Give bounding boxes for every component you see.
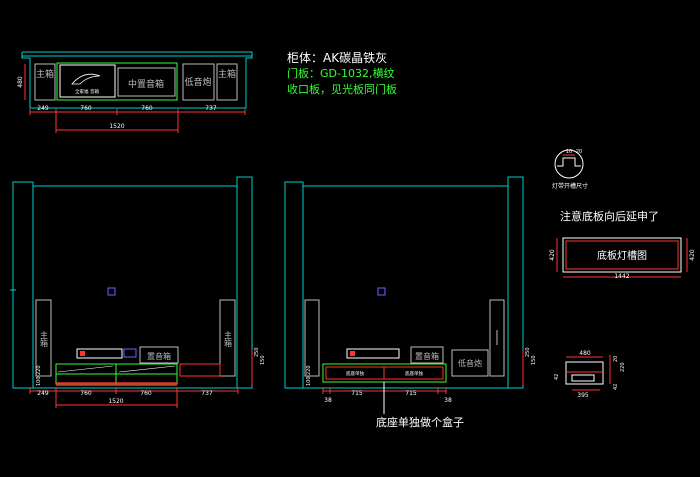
plan-logo-swirl [71, 73, 101, 85]
plan-logo-text: 全家福 音箱 [75, 88, 99, 95]
plan-dim-3: 760 [141, 105, 153, 112]
elev-left-main-box-right [219, 299, 236, 377]
plan-wall-outline [21, 51, 253, 109]
elev-right-box-right [489, 299, 505, 377]
base-groove-outer [562, 237, 682, 273]
base-groove-title: 底板灯槽图 [597, 249, 647, 262]
trim-note: 收口板，见光板同门板 [287, 83, 397, 96]
elev-right-device-red [350, 351, 355, 356]
elev-right-dim-1: 38 [324, 397, 332, 404]
plan-side-box-left-label: 主箱 [36, 68, 54, 80]
elev-right-box-left [304, 299, 320, 377]
section-side-1: 20 [613, 356, 619, 362]
plan-dim-ticks [29, 109, 246, 133]
base-extend-note: 注意底板向后延申了 [560, 210, 659, 223]
elev-left-base-strip [56, 382, 177, 386]
elev-left-device-blue [123, 348, 137, 358]
elev-left-height-1: 250 [254, 347, 260, 357]
elev-left-wall-left [12, 181, 34, 389]
plan-center-box [117, 67, 176, 97]
elev-right-speaker [451, 349, 489, 377]
plan-total-dim: 1520 [109, 123, 124, 130]
plan-center-box-label: 中置音箱 [128, 78, 164, 90]
elev-left-dim-ticks [29, 388, 239, 408]
elev-right-height-1: 250 [525, 347, 531, 357]
elevation-left: 主箱 主箱 置音箱 249 760 760 737 1520 250 150 [10, 176, 266, 408]
plan-side-box-right-label: 主箱 [218, 68, 236, 80]
elev-left-dim-3: 760 [140, 390, 152, 397]
elev-left-wall-right [236, 176, 253, 389]
door-note: 门板：GD-1032,横纹 [287, 67, 395, 80]
elev-right-wall-left [284, 181, 304, 389]
section-left: 42 [554, 374, 560, 380]
elev-right-socket [377, 287, 386, 296]
section-side-3: 42 [613, 384, 619, 390]
elev-right-height-4: 100 [306, 376, 312, 386]
section-bottom-dim: 395 [577, 392, 589, 399]
elev-left-main-box-right-label: 主箱 [224, 330, 233, 348]
groove-detail-profile [557, 157, 581, 167]
elevation-right: 置音箱 低音炮 底座单独 底座单独 38 715 715 38 250 150 … [284, 176, 537, 414]
elev-left-height-2: 150 [260, 355, 266, 365]
section-top-dim: 480 [579, 350, 591, 357]
elev-right-base-label-a: 底座单独 [346, 370, 364, 377]
elev-right-device-1 [346, 348, 400, 359]
elev-left-center-box-label: 置音箱 [147, 351, 171, 361]
base-groove-width: 1442 [614, 273, 629, 280]
section-inner [571, 374, 595, 382]
elev-left-height-4: 100 [36, 376, 42, 386]
elev-left-center-box [139, 346, 179, 364]
plan-door-panel [56, 62, 178, 101]
elev-right-center-box [410, 346, 444, 364]
elev-left-side-red [179, 363, 221, 377]
elev-right-height-2: 150 [531, 355, 537, 365]
section-outer [565, 361, 604, 385]
elev-left-total-dim: 1520 [108, 398, 123, 405]
base-box-note: 底座单独做个盒子 [376, 416, 464, 429]
elev-right-dim-2: 715 [351, 390, 363, 397]
plan-speaker-label: 低音炮 [184, 76, 211, 88]
elev-left-device-1 [76, 348, 123, 359]
elev-left-dim-2: 760 [80, 390, 92, 397]
detail-views: 10 20 灯带开槽尺寸 底板灯槽图 1442 420 420 480 395 … [549, 149, 696, 399]
elev-right-dim-4: 38 [444, 397, 452, 404]
plan-height-dim: 480 [17, 76, 24, 88]
plan-side-box-right [216, 63, 238, 101]
elev-right-center-box-label: 置音箱 [415, 351, 439, 361]
elev-right-speaker-label: 低音炮 [458, 358, 482, 368]
groove-dim-2: 20 [576, 149, 582, 155]
elev-left-device-red [80, 351, 85, 356]
plan-dim-1: 249 [37, 105, 49, 112]
groove-detail-circle [554, 149, 584, 179]
elev-right-dim-3: 715 [405, 390, 417, 397]
material-note: 柜体：AK碳晶铁灰 [287, 51, 388, 65]
groove-dim-1: 10 [566, 149, 572, 155]
elev-left-main-box-left [35, 299, 52, 377]
base-groove-height-right: 420 [689, 249, 696, 261]
elev-left-cabinet-hatch [57, 365, 176, 373]
plan-view: 主箱 全家福 音箱 中置音箱 低音炮 主箱 480 249 760 760 73… [17, 51, 253, 133]
plan-logo-panel [59, 64, 116, 98]
groove-detail-title: 灯带开槽尺寸 [552, 182, 588, 190]
elev-right-base-label-b: 底座单独 [405, 370, 423, 377]
elev-left-socket [107, 287, 116, 296]
elev-left-main-box-left-label: 主箱 [40, 330, 49, 348]
base-groove-height: 420 [549, 249, 556, 261]
base-groove-inner [565, 240, 679, 270]
section-side-2: 220 [620, 362, 626, 372]
plan-dim-2: 760 [80, 105, 92, 112]
elev-left-dim-4: 737 [201, 390, 213, 397]
elev-right-wall-right [507, 176, 524, 389]
elev-left-dim-1: 249 [37, 390, 49, 397]
plan-side-box-left [34, 63, 56, 101]
elev-right-height-3: 220 [306, 365, 312, 375]
elev-left-height-3: 220 [36, 365, 42, 375]
plan-dim-4: 737 [205, 105, 217, 112]
plan-speaker-box [182, 63, 215, 101]
